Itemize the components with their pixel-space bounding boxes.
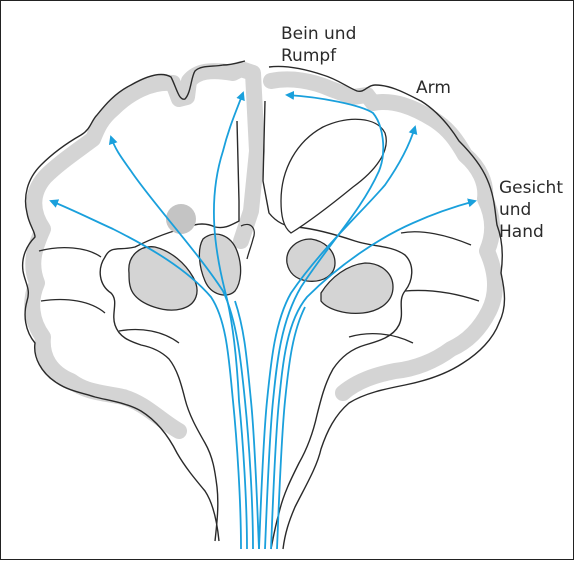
label-bein-und-rumpf: Bein und Rumpf (281, 23, 356, 67)
left-outer-contour (23, 61, 245, 541)
label-bein-und-rumpf-line2: Rumpf (281, 45, 356, 67)
left-hemisphere (23, 61, 257, 541)
label-gesicht-und-hand: Gesicht und Hand (499, 177, 563, 243)
right-lateral-ventricle (281, 119, 386, 233)
lesion-spot (166, 204, 196, 234)
label-gesicht-line1: Gesicht (499, 177, 563, 199)
label-gesicht-line3: Hand (499, 221, 563, 243)
right-caudate (287, 239, 335, 281)
left-tract-leg (214, 93, 247, 549)
label-arm-line1: Arm (416, 77, 451, 99)
label-arm: Arm (416, 77, 451, 99)
left-tract-arm (111, 137, 253, 549)
label-gesicht-line2: und (499, 199, 563, 221)
right-cortex-band (271, 79, 495, 393)
label-bein-und-rumpf-line1: Bein und (281, 23, 356, 45)
